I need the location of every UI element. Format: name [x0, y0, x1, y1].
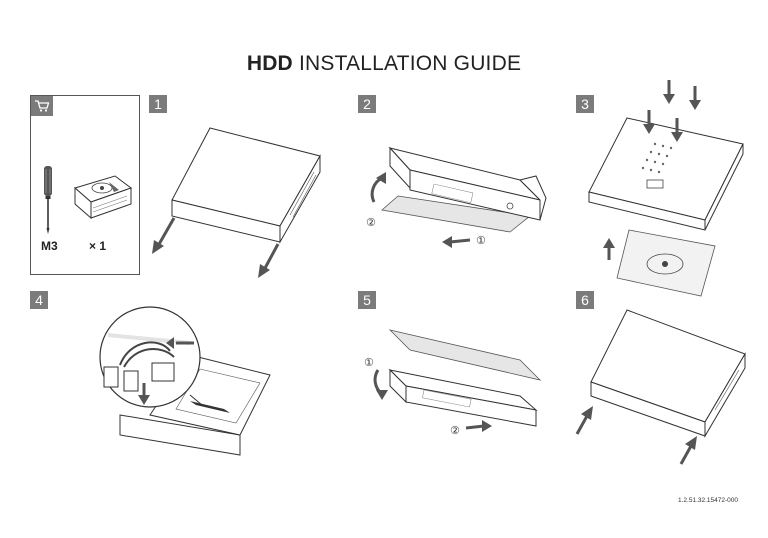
required-parts-box: M3 × 1 — [30, 95, 140, 275]
cart-icon — [31, 96, 53, 116]
step-6-illustration — [575, 309, 746, 465]
step-5-illustration: ① ② — [364, 329, 542, 437]
screwdriver-icon — [44, 166, 52, 234]
hard-drive-icon — [73, 175, 133, 220]
step-5-annotation-1: ① — [364, 356, 374, 369]
step-3-illustration — [588, 80, 744, 297]
step-2-badge: 2 — [358, 95, 376, 113]
step-5-annotation-2: ② — [450, 424, 460, 437]
step-2-illustration: ② ① — [366, 146, 547, 248]
step-2-annotation-2: ② — [366, 216, 376, 229]
step-6-badge: 6 — [576, 291, 594, 309]
magnifier-circle — [99, 306, 201, 408]
step-4-badge: 4 — [30, 291, 48, 309]
hdd-quantity-label: × 1 — [89, 239, 107, 253]
document-code: 1.2.51.32.15472-000 — [678, 497, 738, 504]
screw-arrows-down — [643, 80, 701, 142]
step-1-badge: 1 — [149, 95, 167, 113]
screw-arrow-right — [258, 243, 280, 278]
screw-arrow-left-up — [575, 406, 593, 435]
step-3-badge: 3 — [576, 95, 594, 113]
step-4-illustration — [99, 306, 271, 456]
step-1-illustration — [152, 127, 321, 278]
screwdriver-label: M3 — [41, 239, 58, 253]
screw-arrow-left — [152, 217, 176, 254]
title-rest: INSTALLATION GUIDE — [292, 52, 522, 75]
page-title: HDD INSTALLATION GUIDE — [0, 52, 768, 76]
step-2-annotation-1: ① — [476, 234, 486, 247]
step-5-badge: 5 — [358, 291, 376, 309]
title-bold: HDD — [246, 52, 293, 75]
screw-arrow-right-up — [679, 436, 697, 465]
